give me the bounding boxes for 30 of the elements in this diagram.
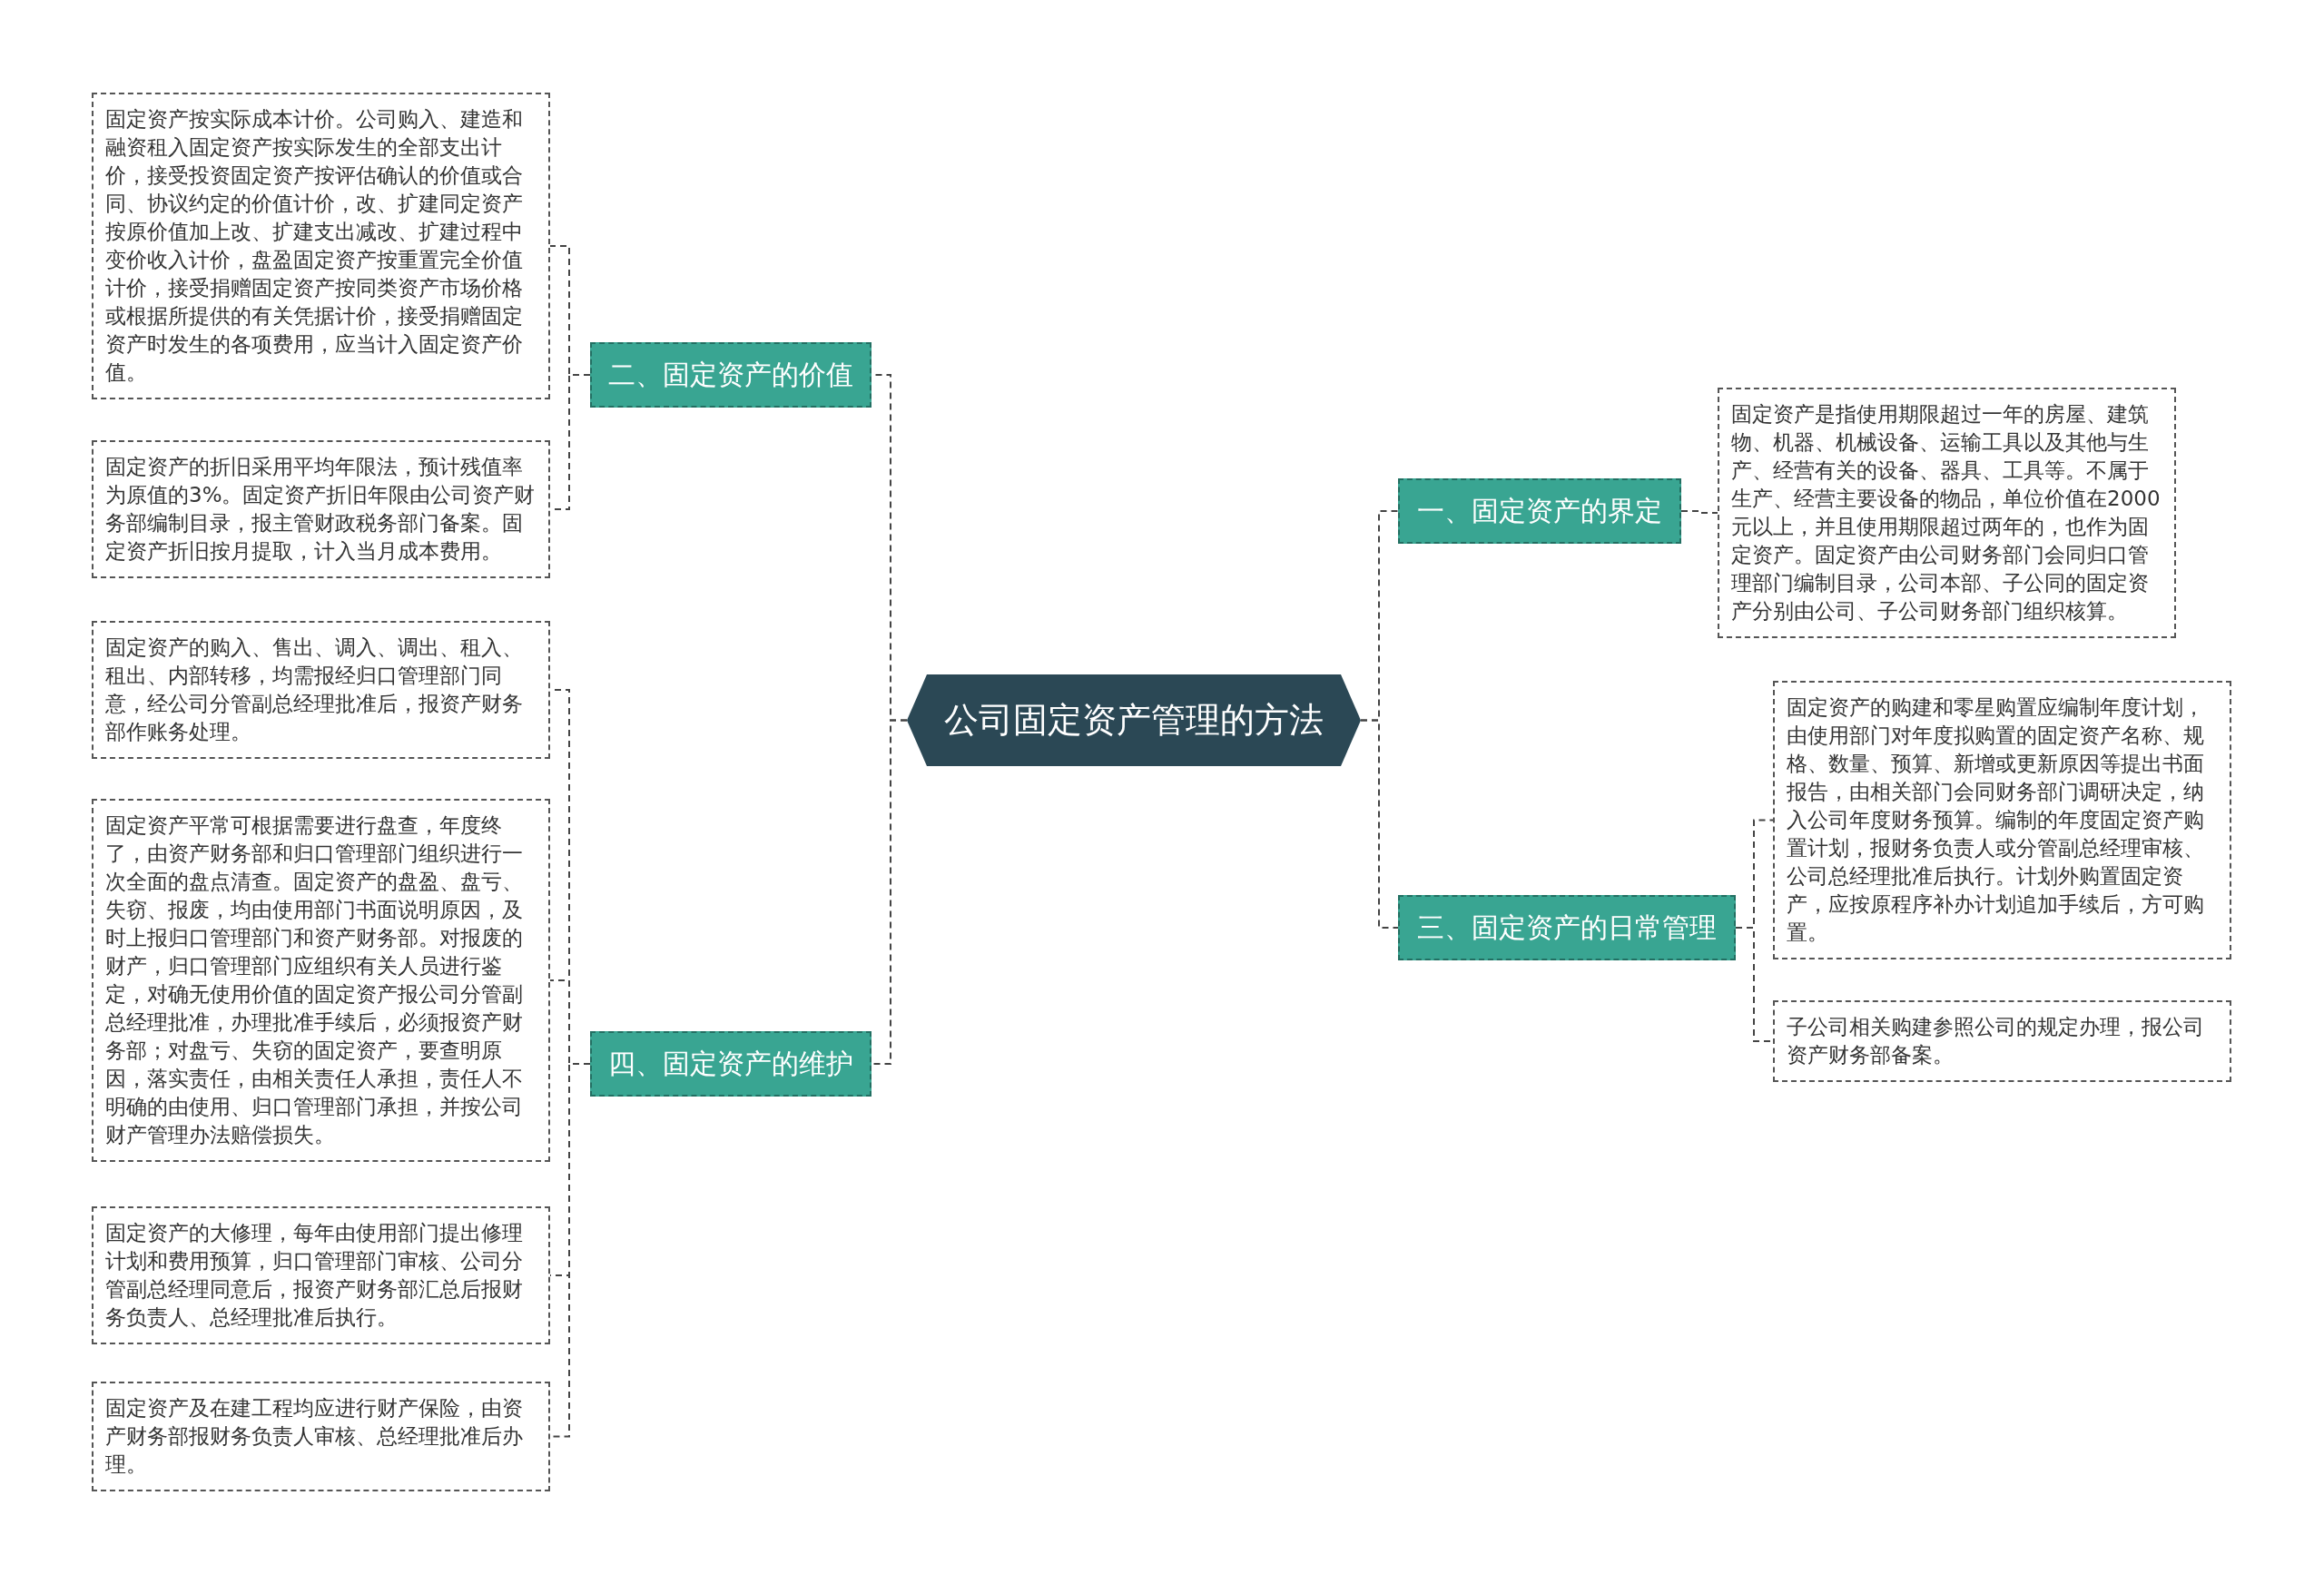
description-text: 固定资产的大修理，每年由使用部门提出修理计划和费用预算，归口管理部门审核、公司分管副总经理同意后，报资产财务部汇总后报财务负责人、总经理批准后执行。 xyxy=(105,1220,524,1331)
description-text: 固定资产平常可根据需要进行盘查，年度终了，由资产财务部和归口管理部门组织进行一次全面的盘点清查。固定资产的盘盈、盘亏、失窃、报废，均由使用部门书面说明原因，及时上报归口管理部门和资产财务部。对报废的财产，归口管理部门应组织有关人员进行鉴定，对确无使用价值的固定资产报公司分管副总经理批准，办理批准手续后，必须报资产财务部；对盘亏、失窃的固定资产，要查明原因，落实责任，由相关责任人承担，责任人不明确的由使用、归口管理部门承担，并按公司财产管理办法赔偿损失。 xyxy=(105,812,524,1148)
topic-box xyxy=(590,342,872,408)
description-text: 子公司相关购建参照公司的规定办理，报公司资产财务部备案。 xyxy=(1787,1014,2205,1068)
dashed-text-box xyxy=(1773,681,2231,959)
dashed-text-box xyxy=(1718,388,2176,638)
description-text: 固定资产是指使用期限超过一年的房屋、建筑物、机器、机械设备、运输工具以及其他与生产、经营有关的设备、器具、工具等。不属于生产、经营主要设备的物品，单位价值在2000元以上，并且使用期限超过两年的，也作为固定资产。固定资产由公司财务部门会同归口管理部门编制目录，公司本部、子公同的固定资产分别由公司、子公司财务部门组织核算。 xyxy=(1731,401,2162,625)
topic-label: 二、固定资产的价值 xyxy=(608,357,853,392)
dashed-text-box xyxy=(92,1382,550,1491)
dashed-text-box xyxy=(92,621,550,759)
description-text: 固定资产按实际成本计价。公司购入、建造和融资租入固定资产按实际发生的全部支出计价，接受投资固定资产按评估确认的价值或合同、协议约定的价值计价，改、扩建同定资产按原价值加上改、扩建支出减改、扩建过程中变价收入计价，盘盈固定资产按重置完全价值计价，接受捐赠固定资产按同类资产市场价格或根据所提供的有关凭据计价，接受捐赠固定资产时发生的各项费用，应当计入固定资产价值。 xyxy=(105,106,524,386)
dashed-text-box xyxy=(92,799,550,1162)
connector-line xyxy=(1360,719,1399,929)
topic-box xyxy=(590,1031,872,1097)
dashed-text-box xyxy=(92,440,550,578)
topic-box xyxy=(1398,895,1736,960)
description-text: 固定资产及在建工程均应进行财产保险，由资产财务部报财务负责人审核、总经理批准后办理。 xyxy=(105,1395,524,1478)
connector-line xyxy=(1680,510,1718,514)
dashed-text-box xyxy=(92,93,550,399)
description-text: 固定资产的购建和零星购置应编制年度计划，由使用部门对年度拟购置的固定资产名称、规格、数量、预算、新增或更新原因等提出书面报告，由相关部门会同财务部门调研决定，纳入公司年度财务预算。编制的年度固定资产购置计划，报财务负责人或分管副总经理审核、公司总经理批准后执行。计划外购置固定资产，应按原程序补办计划追加手续后，方可购置。 xyxy=(1787,694,2205,946)
description-text: 固定资产的购入、售出、调入、调出、租入、租出、内部转移，均需报经归口管理部门同意，经公司分管副总经理批准后，报资产财务部作账务处理。 xyxy=(105,635,524,745)
topic-box xyxy=(1398,478,1681,544)
topic-label: 三、固定资产的日常管理 xyxy=(1417,910,1717,945)
dashed-text-box xyxy=(92,1206,550,1344)
dashed-text-box xyxy=(1773,1000,2231,1082)
central-topic xyxy=(907,674,1361,766)
topic-label: 一、固定资产的界定 xyxy=(1417,493,1662,528)
topic-label: 公司固定资产管理的方法 xyxy=(944,699,1324,742)
topic-label: 四、固定资产的维护 xyxy=(608,1046,853,1081)
description-text: 固定资产的折旧采用平均年限法，预计残值率为原值的3%。固定资产折旧年限由公司资产财务部编制目录，报主管财政税务部门备案。固定资产折旧按月提取，计入当月成本费用。 xyxy=(105,454,537,565)
